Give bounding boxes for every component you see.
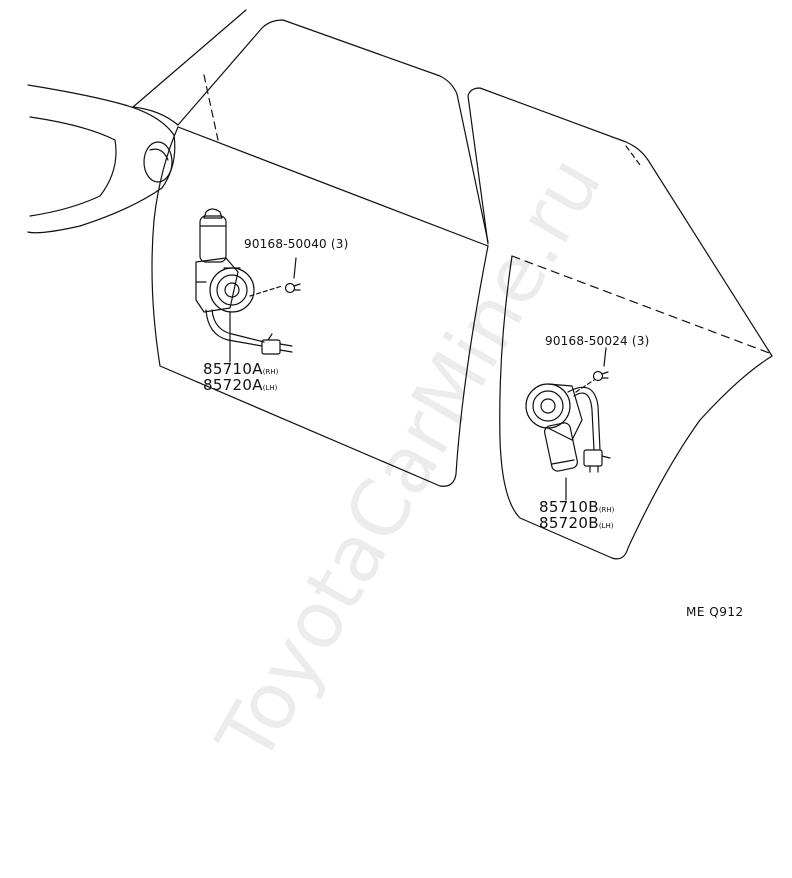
rear-motor-lh-number: 85720B: [539, 514, 599, 532]
front-door: [151, 19, 489, 487]
body-outline: [132, 9, 247, 126]
front-bolt-quantity: (3): [330, 237, 349, 251]
front-motor-lh-label: 85720A(LH): [203, 378, 277, 393]
front-motor-lh-side: (LH): [262, 384, 278, 392]
rear-bolt-number: 90168-50024: [545, 334, 628, 348]
rear-bolt-label: 90168-50024 (3): [545, 335, 650, 347]
rear-motor-rh-number: 85710B: [539, 498, 599, 516]
rear-door: [467, 87, 773, 560]
front-motor-rh-number: 85710A: [203, 360, 263, 378]
rear-bolt-quantity: (3): [631, 334, 650, 348]
rear-motor-rh-label: 85710B(RH): [539, 500, 614, 515]
side-mirror: [27, 84, 176, 234]
rear-motor-lh-label: 85720B(LH): [539, 516, 613, 531]
rear-motor-lh-side: (LH): [598, 522, 614, 530]
front-motor-rh-label: 85710A(RH): [203, 362, 278, 377]
rear-regulator-motor: [525, 347, 611, 501]
front-motor-rh-side: (RH): [262, 368, 279, 376]
front-regulator-motor: [195, 208, 301, 363]
diagram-code: ME Q912: [686, 605, 744, 619]
front-bolt-number: 90168-50040: [244, 237, 327, 251]
front-motor-lh-number: 85720A: [203, 376, 263, 394]
front-bolt-label: 90168-50040 (3): [244, 238, 349, 250]
rear-motor-rh-side: (RH): [598, 506, 615, 514]
